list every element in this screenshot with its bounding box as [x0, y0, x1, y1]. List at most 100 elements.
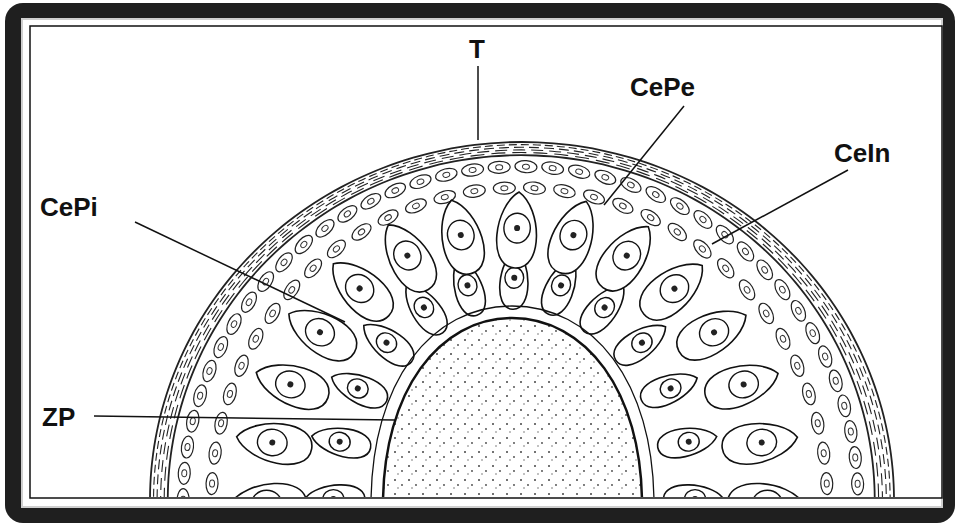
interstitial-cell: [816, 344, 834, 369]
corona-cell: [636, 365, 702, 413]
theca-fiber: [161, 150, 883, 497]
interstitial-cell: [493, 182, 515, 194]
corona-cell: [355, 314, 420, 373]
corona-cell: [250, 354, 335, 417]
corona-cell: [608, 315, 673, 372]
interstitial-cell: [843, 420, 858, 443]
interstitial-cell: [292, 232, 316, 256]
interstitial-cell: [756, 301, 777, 326]
interstitial-cell: [713, 222, 737, 246]
interstitial-cell: [734, 239, 757, 264]
interstitial-cell: [358, 190, 383, 212]
interstitial-cell: [178, 462, 191, 485]
interstitial-cell: [281, 277, 303, 302]
corona-cell: [305, 485, 365, 497]
interstitial-cell: [213, 411, 229, 435]
leader-line: [135, 222, 345, 322]
interstitial-cell: [208, 442, 222, 465]
part-label: CePe: [630, 72, 695, 102]
leader-lines: [94, 66, 848, 420]
interstitial-cell: [803, 321, 822, 346]
interstitial-cell: [177, 489, 189, 497]
interstitial-cell: [324, 237, 348, 261]
interstitial-cell: [246, 326, 266, 351]
interstitial-cell: [665, 220, 689, 244]
interstitial-cell: [851, 473, 864, 495]
interstitial-cell: [593, 168, 618, 188]
interstitial-cell: [349, 221, 374, 244]
interstitial-cell: [383, 180, 408, 201]
part-label: CeIn: [834, 138, 890, 168]
leader-line: [604, 106, 684, 205]
interstitial-cell: [736, 277, 758, 302]
corona-cell: [655, 423, 719, 462]
interstitial-cell: [238, 290, 259, 315]
interstitial-cell: [301, 256, 324, 281]
theca-fiber: [150, 142, 894, 497]
interstitial-cell: [408, 172, 433, 191]
theca-fiber: [154, 145, 891, 497]
interstitial-cell: [848, 446, 862, 469]
interstitial-cell: [714, 256, 737, 281]
interstitial-cell: [192, 384, 209, 408]
interstitial-cell: [810, 411, 826, 435]
leader-line: [94, 416, 395, 420]
interstitial-cell: [788, 353, 806, 378]
interstitial-cell: [461, 163, 484, 178]
interstitial-cell: [552, 183, 576, 200]
interstitial-cell: [827, 369, 844, 393]
interstitial-cell: [335, 202, 360, 225]
corona-cell: [326, 364, 392, 414]
interstitial-cell: [541, 160, 565, 176]
corona-cell: [587, 215, 664, 300]
interstitial-cell: [232, 353, 251, 378]
interstitial-cell: [221, 382, 238, 406]
corona-cell: [233, 417, 314, 468]
corona-cell: [727, 483, 803, 497]
outer-frame: [5, 3, 955, 523]
part-label: CePi: [40, 192, 98, 222]
theca-fiber: [168, 155, 875, 497]
leader-line: [477, 66, 479, 140]
corona-cell: [309, 422, 373, 461]
leader-line: [712, 170, 848, 244]
interstitial-cell: [836, 394, 852, 418]
zona-outline: [371, 306, 654, 497]
interstitial-cell: [463, 184, 487, 199]
interstitial-cell: [434, 166, 458, 183]
interstitial-cell: [567, 163, 592, 181]
theca-fiber: [157, 147, 886, 497]
interstitial-cell: [820, 472, 833, 494]
corona-cell: [279, 297, 365, 370]
interstitial-cell: [515, 160, 538, 174]
part-label: T: [469, 34, 485, 64]
interstitial-cell: [211, 335, 230, 360]
corona-cell: [663, 485, 723, 497]
interstitial-cell: [273, 250, 296, 275]
corona-cell: [432, 195, 490, 279]
interstitial-cell: [185, 409, 201, 433]
follicle-drawing: [150, 142, 894, 497]
interstitial-cell: [610, 195, 635, 216]
interstitial-cell: [691, 208, 715, 232]
interstitial-cell: [224, 312, 244, 337]
interstitial-cell: [523, 181, 546, 196]
interstitial-cell: [206, 472, 219, 494]
interstitial-cell: [754, 257, 776, 282]
interstitial-cell: [800, 382, 817, 406]
interstitial-cell: [772, 277, 793, 302]
zona-pellucida: [383, 318, 642, 497]
corona-cell: [719, 418, 800, 468]
interstitial-cell: [255, 269, 277, 294]
interstitial-cell: [643, 183, 668, 205]
interstitial-cell: [403, 196, 428, 216]
interstitial-cell: [313, 217, 337, 241]
corona-cell: [541, 194, 605, 279]
corona-cell: [700, 355, 784, 416]
interstitial-cell: [788, 298, 808, 323]
interstitial-cell: [262, 301, 283, 326]
theca-fiber: [164, 153, 878, 497]
corona-cell: [230, 483, 306, 497]
interstitial-cell: [200, 359, 218, 384]
